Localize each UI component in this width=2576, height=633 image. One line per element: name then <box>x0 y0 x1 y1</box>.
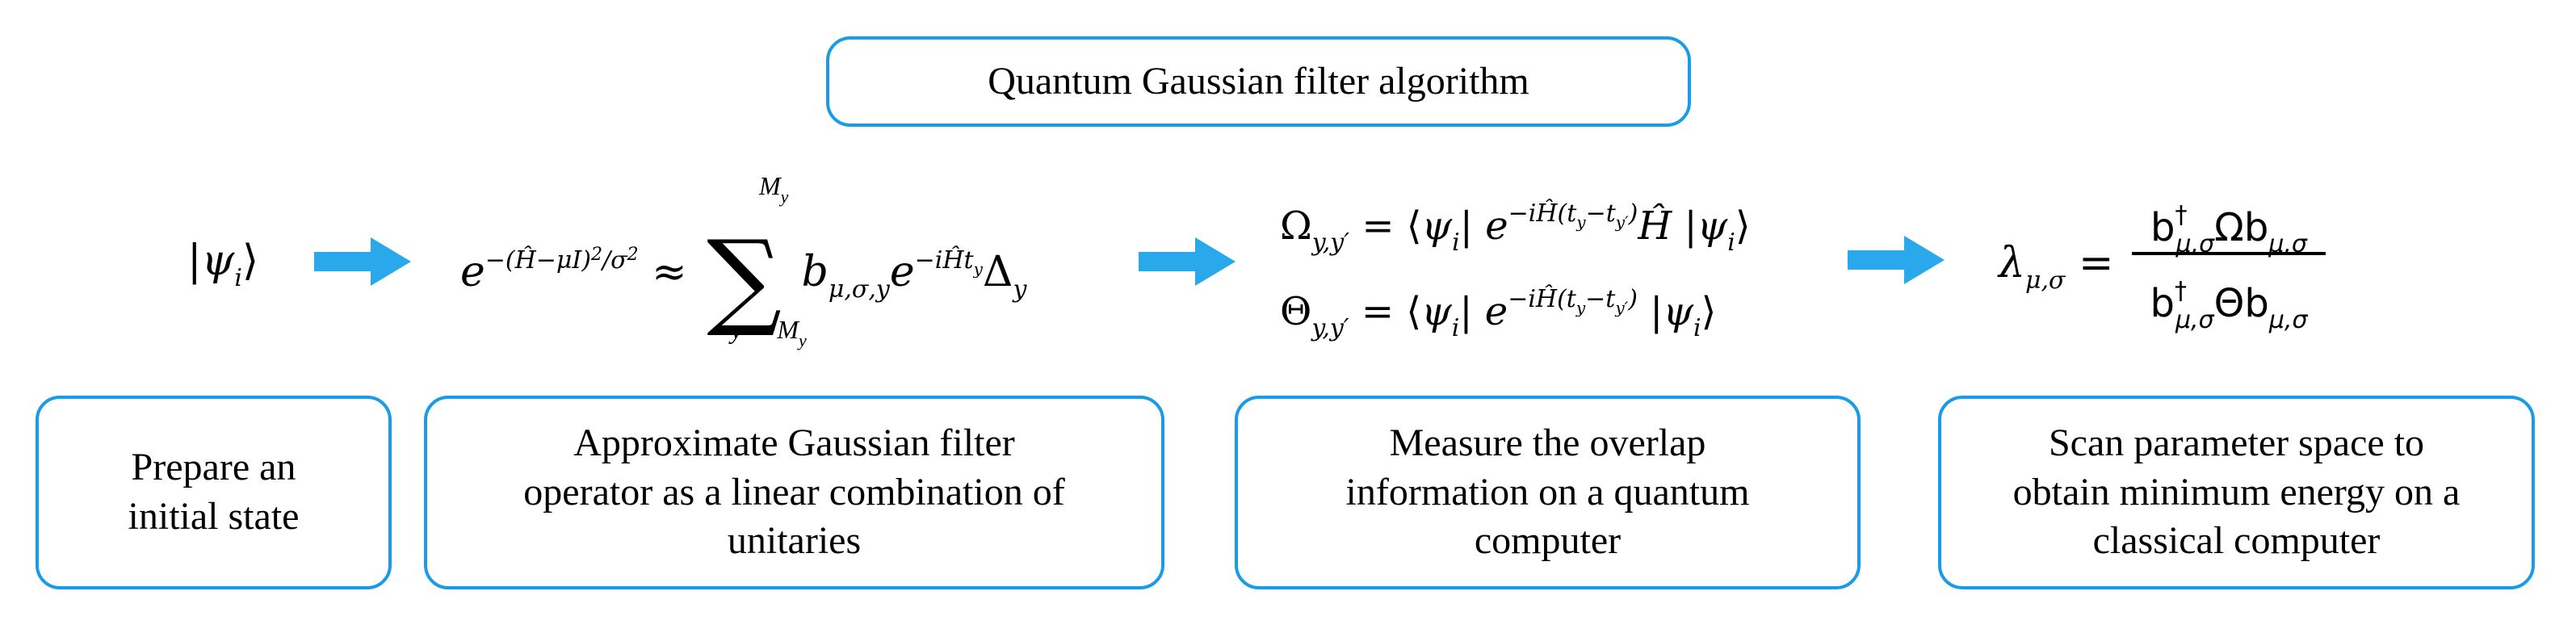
omega-overlap-equation: Ωy,y′ = ⟨ψi| e−iĤ(ty−ty′)Ĥ |ψi⟩ <box>1280 199 1751 257</box>
step-measure-overlap-box: Measure the overlap information on a qua… <box>1235 396 1861 589</box>
lambda-equation-lhs: λμ,σ = <box>1999 239 2114 295</box>
step-prepare-state-box: Prepare an initial state <box>36 396 392 589</box>
right-arrow-icon <box>1139 237 1236 286</box>
sum-lower-limit: y=−My <box>731 315 807 350</box>
right-arrow-icon <box>314 237 411 286</box>
lambda-fraction: b†μ,σΩbμ,σ b†μ,σΘbμ,σ <box>2132 186 2326 334</box>
step-approximate-filter-box: Approximate Gaussian filter operator as … <box>424 396 1164 589</box>
right-arrow-icon <box>1848 236 1945 284</box>
fraction-bar <box>2132 252 2326 255</box>
diagram-title-box: Quantum Gaussian filter algorithm <box>826 36 1691 127</box>
lambda-denominator: b†μ,σΘbμ,σ <box>2150 277 2308 334</box>
initial-state-equation: |ψi⟩ <box>187 237 259 292</box>
theta-overlap-equation: Θy,y′ = ⟨ψi| e−iĤ(ty−ty′) |ψi⟩ <box>1280 285 1717 342</box>
step-label: Prepare an initial state <box>128 446 300 538</box>
sum-upper-limit: My <box>759 171 789 207</box>
step-scan-parameters-box: Scan parameter space to obtain minimum e… <box>1938 396 2535 589</box>
lambda-numerator: b†μ,σΩbμ,σ <box>2150 201 2307 258</box>
step-label: Measure the overlap information on a qua… <box>1345 421 1750 563</box>
diagram-title: Quantum Gaussian filter algorithm <box>988 59 1529 103</box>
step-label: Approximate Gaussian filter operator as … <box>523 421 1065 563</box>
gaussian-filter-equation: e−(Ĥ−μI)2/σ2 ≈ ∑ bμ,σ,ye−iĤtyΔy <box>460 217 1027 340</box>
step-label: Scan parameter space to obtain minimum e… <box>2012 421 2461 563</box>
